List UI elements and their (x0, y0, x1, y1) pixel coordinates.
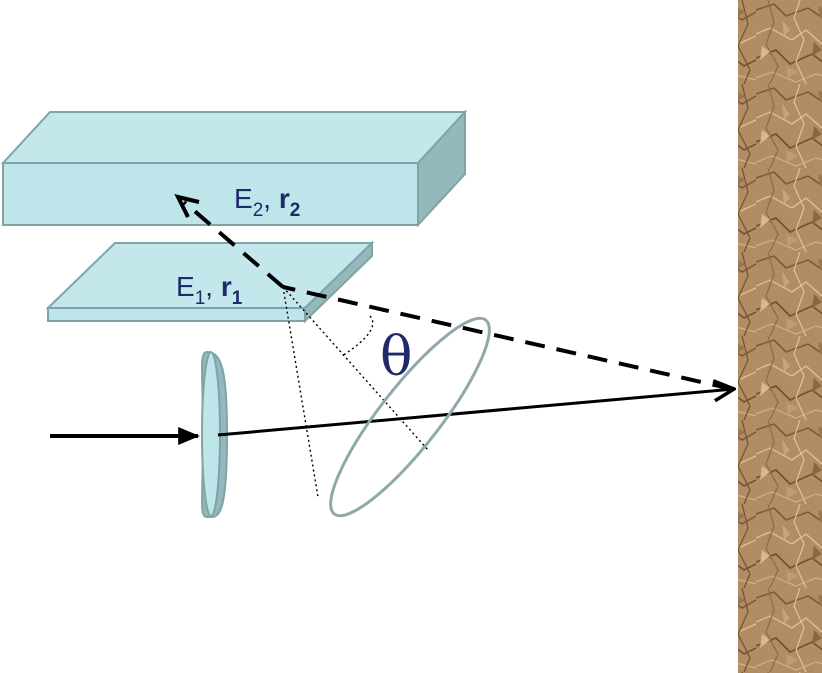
lower-plate-side-face (304, 240, 373, 324)
dashed-ray-up (174, 194, 285, 289)
plate2-param-subscript: 2 (290, 200, 301, 221)
svg-text:E1, r1: E1, r1 (176, 271, 243, 309)
textured-wall (738, 0, 822, 673)
dashed-ray-arrowhead (174, 194, 200, 218)
transmitted-ray (217, 389, 734, 437)
cone-ellipse (329, 316, 491, 518)
label-plate2: E2, r2 (234, 183, 300, 221)
plate1-param: r (221, 271, 232, 302)
plate2-symbol-subscript: 2 (253, 200, 264, 221)
plate2-param: r (279, 183, 290, 214)
plate1-symbol: E (176, 271, 195, 302)
svg-text:E2, r2: E2, r2 (234, 183, 300, 221)
upper-plate-side-face (417, 109, 466, 228)
polarizer-disc (201, 350, 229, 518)
lower-glass-plate (45, 240, 375, 324)
plate2-separator: , (263, 183, 279, 214)
cone-lines (282, 286, 429, 498)
angle-label-theta: θ (380, 325, 413, 388)
label-plate1: E1, r1 (176, 271, 243, 309)
lower-plate-front-face (47, 307, 306, 322)
angle-arc (341, 315, 374, 357)
plate1-symbol-subscript: 1 (195, 288, 206, 309)
upper-plate-top-face (0, 111, 468, 164)
plate1-separator: , (205, 271, 221, 302)
upper-glass-plate (0, 109, 468, 228)
dashed-ray-to-plate (282, 285, 733, 391)
cone-line-left (282, 286, 319, 498)
upper-plate-front-face (2, 162, 419, 226)
cone-line-axis (282, 286, 429, 451)
plate1-param-subscript: 1 (232, 288, 243, 309)
plate2-symbol: E (234, 183, 253, 214)
